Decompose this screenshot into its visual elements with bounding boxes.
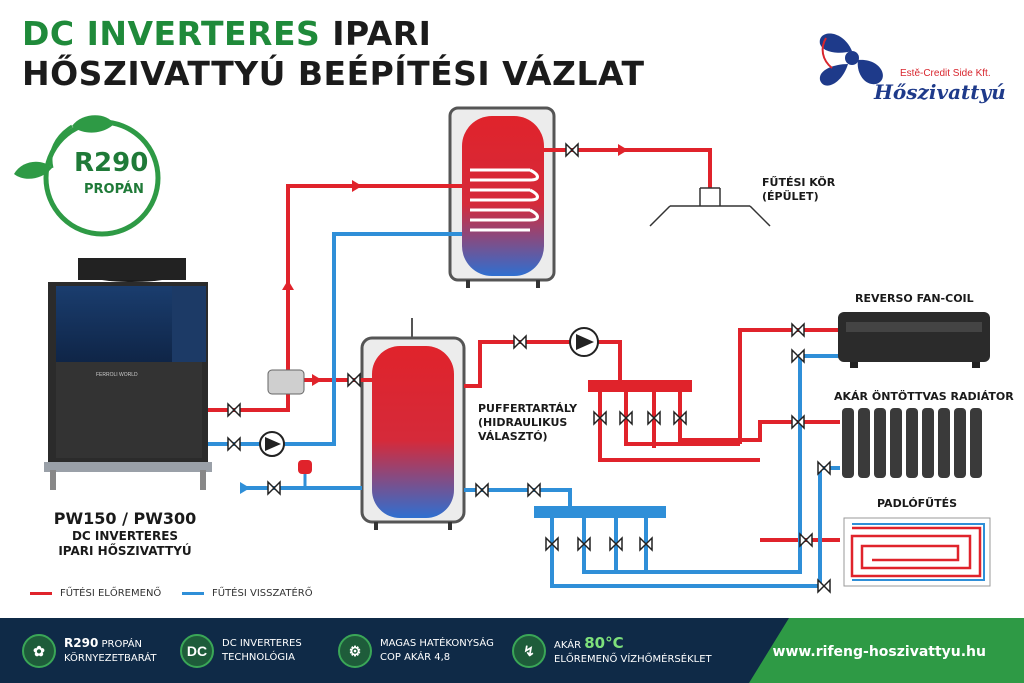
floor-heating-label: PADLÓFŰTÉS <box>877 497 958 510</box>
return-arrows <box>240 482 250 494</box>
flow-arrows <box>282 144 628 386</box>
refrigerant-code: R290 <box>74 148 149 178</box>
fan-coil-label: REVERSO FAN-COIL <box>855 292 974 305</box>
unit-brand: FERROLI WORLD <box>96 372 138 378</box>
buffer-line2: (HIDRAULIKUS <box>478 416 568 429</box>
website-link[interactable]: www.rifeng-hoszivattyu.hu <box>772 644 986 660</box>
feature1-a: PROPÁN <box>98 639 143 650</box>
propeller-icon <box>819 33 883 86</box>
radiator-label: AKÁR ÖNTÖTTVAS RADIÁTOR <box>834 390 1014 403</box>
legend-return-label: FŰTÉSI VISSZATÉRŐ <box>212 588 313 599</box>
valve-icon <box>227 142 831 594</box>
feature4-a: AKÁR <box>554 639 585 651</box>
feature2-b: TECHNOLÓGIA <box>222 652 295 663</box>
legend-return-swatch <box>182 592 204 595</box>
efficiency-icon: ⚙ <box>338 634 372 668</box>
logo-subtitle: Estě-Credit Side Kft. <box>900 68 991 79</box>
buffer-tank-label: PUFFERTARTÁLY (HIDRAULIKUS VÁLASZTÓ) <box>478 402 577 444</box>
legend-flow: FŰTÉSI ELŐREMENŐ <box>30 588 161 599</box>
heat-pump-unit: FERROLI WORLD <box>44 258 212 490</box>
feature4-hi: 80°C <box>584 633 624 652</box>
pump-icon <box>259 327 599 457</box>
feature2-a: DC INVERTERES <box>222 638 302 649</box>
feature-dc: DC DC INVERTERES TECHNOLÓGIA <box>180 630 302 672</box>
expansion-vessel <box>298 460 312 488</box>
feature-efficiency: ⚙ MAGAS HATÉKONYSÁG COP AKÁR 4,8 <box>338 630 494 672</box>
heating-circuit-line1: FŰTÉSI KÖR <box>762 176 836 189</box>
model-line2: DC INVERTERES <box>71 529 179 543</box>
feature-propane: ✿ R290 PROPÁN KÖRNYEZETBARÁT <box>22 630 156 672</box>
thermometer-icon: ↯ <box>512 634 546 668</box>
title-green: DC INVERTERES <box>22 14 321 53</box>
legend-flow-swatch <box>30 592 52 595</box>
feature-temperature: ↯ AKÁR 80°C ELŐREMENŐ VÍZHŐMÉRSÉKLET <box>512 630 712 672</box>
hot-water-tank <box>448 106 556 288</box>
page-title: DC INVERTERES IPARI HŐSZIVATTYÚ BEÉPÍTÉS… <box>22 14 644 94</box>
heating-circuit-line2: (ÉPÜLET) <box>762 190 819 203</box>
model-name: PW150 / PW300 <box>53 509 197 528</box>
r290-badge: R290 PROPÁN <box>12 112 162 240</box>
model-caption: PW150 / PW300 DC INVERTERES IPARI HŐSZIV… <box>40 509 210 559</box>
leaf-icon: ✿ <box>22 634 56 668</box>
footer-green-band <box>749 618 1024 683</box>
mixing-valve <box>267 369 305 395</box>
heating-circuit-symbol <box>649 187 771 227</box>
company-logo: Estě-Credit Side Kft. Hőszivattyú <box>812 18 1012 110</box>
logo-name: Hőszivattyú <box>874 80 1006 104</box>
feature3-b: COP AKÁR 4,8 <box>380 652 451 663</box>
feature4-b: ELŐREMENŐ VÍZHŐMÉRSÉKLET <box>554 653 712 665</box>
buffer-tank <box>360 318 466 530</box>
flow-pipes <box>208 148 840 542</box>
legend-flow-label: FŰTÉSI ELŐREMENŐ <box>60 588 162 599</box>
dc-icon: DC <box>180 634 214 668</box>
title-rest: IPARI <box>320 14 432 53</box>
radiator-unit <box>842 408 982 478</box>
fan-coil-unit <box>838 312 990 368</box>
refrigerant-name: PROPÁN <box>84 182 144 197</box>
heating-circuit-label: FŰTÉSI KÖR (ÉPÜLET) <box>762 176 835 204</box>
installation-diagram: FERROLI WORLD <box>44 106 991 594</box>
model-line3: IPARI HŐSZIVATTYÚ <box>58 544 192 558</box>
buffer-line3: VÁLASZTÓ) <box>478 430 548 443</box>
feature3-a: MAGAS HATÉKONYSÁG <box>380 638 494 649</box>
title-line2: HŐSZIVATTYÚ BEÉPÍTÉSI VÁZLAT <box>22 54 645 93</box>
buffer-line1: PUFFERTARTÁLY <box>478 402 578 415</box>
feature1-b: KÖRNYEZETBARÁT <box>64 653 157 664</box>
leaf-icon <box>14 115 161 237</box>
footer-bar: ✿ R290 PROPÁN KÖRNYEZETBARÁT DC DC INVER… <box>0 618 1024 683</box>
feature1-hi: R290 <box>64 636 99 650</box>
floor-heating-loop <box>843 517 991 587</box>
legend-return: FŰTÉSI VISSZATÉRŐ <box>182 588 313 599</box>
